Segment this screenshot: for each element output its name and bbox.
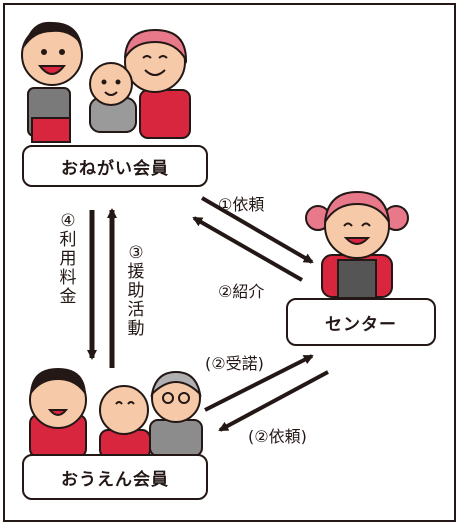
introduce-label: ②紹介 — [218, 282, 265, 301]
support-label: ③ 援 助 活 動 — [127, 243, 145, 339]
fee-label: ④ 利 用 料 金 — [59, 211, 77, 307]
accept-label: (②受諾) — [205, 354, 264, 373]
center-box: センター — [286, 298, 436, 346]
request2-label: (②依頼) — [248, 427, 307, 446]
request-arrow — [200, 196, 314, 264]
requesting-family-illustration — [21, 21, 191, 143]
requesting-member-box: おねがい会員 — [22, 145, 208, 187]
request-label: ①依頼 — [218, 195, 265, 214]
supporting-members-illustration — [29, 368, 203, 459]
accept-arrow — [204, 354, 314, 412]
supporting-member-box: おうえん会員 — [22, 454, 208, 500]
request2-arrow — [218, 370, 329, 432]
center-staff-illustration — [305, 190, 409, 299]
introduce-arrow — [192, 216, 303, 282]
